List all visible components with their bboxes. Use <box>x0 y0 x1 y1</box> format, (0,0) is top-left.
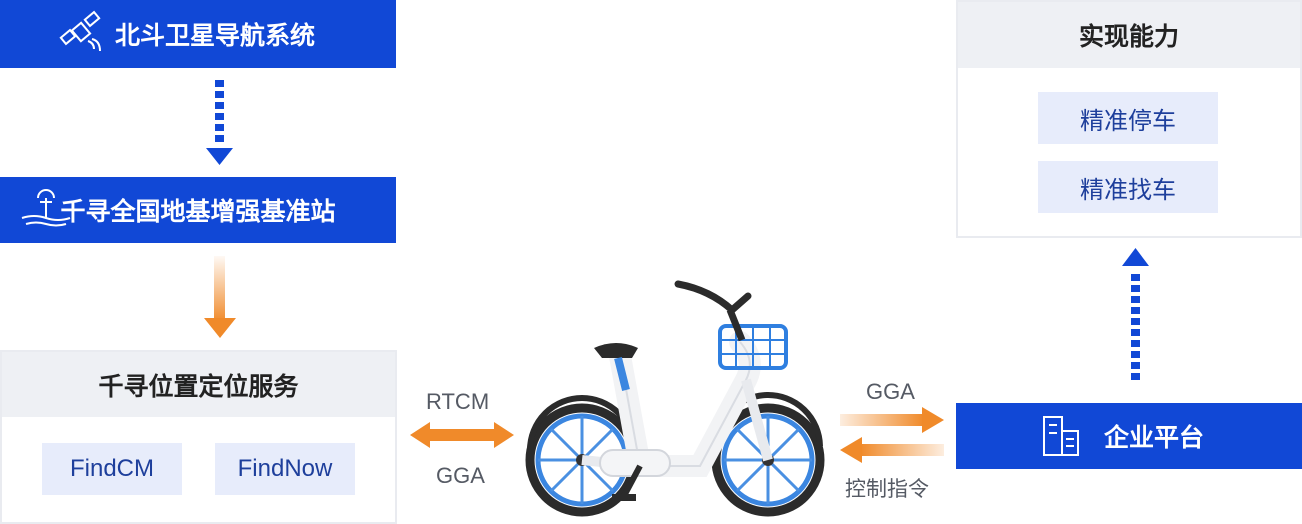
arrow-right-to-platform <box>840 407 944 433</box>
capability-title: 实现能力 <box>958 2 1300 68</box>
antenna-station-icon <box>18 188 74 232</box>
building-icon <box>1040 415 1082 457</box>
rtcm-label: RTCM <box>426 389 490 414</box>
location-service-panel: 千寻位置定位服务 <box>0 350 397 524</box>
orange-arrow-down <box>204 256 236 338</box>
arrow-left-from-platform <box>840 437 944 463</box>
enterprise-platform-label: 企业平台 <box>1103 423 1204 452</box>
control-command-label: 控制指令 <box>845 477 929 501</box>
ground-station-label: 千寻全国地基增强基准站 <box>60 197 336 226</box>
double-arrow-service-bike <box>410 422 514 448</box>
bicycle-image <box>525 280 825 517</box>
beidou-system-box: 北斗卫星导航系统 <box>0 0 396 68</box>
service-chip-findcm: FindCM <box>42 443 182 495</box>
dotted-arrow-down-1 <box>206 80 233 165</box>
capability-chip-parking: 精准停车 <box>1038 92 1218 144</box>
service-chip-findnow: FindNow <box>215 443 355 495</box>
capability-panel: 实现能力 <box>956 0 1302 238</box>
ground-station-box: 千寻全国地基增强基准站 <box>0 177 396 243</box>
dotted-arrow-up <box>1122 248 1149 380</box>
capability-chip-finding: 精准找车 <box>1038 161 1218 213</box>
gga-label-left: GGA <box>436 463 485 488</box>
location-service-title: 千寻位置定位服务 <box>2 352 395 417</box>
gga-label-right: GGA <box>866 379 915 404</box>
satellite-icon <box>59 10 106 57</box>
beidou-system-label: 北斗卫星导航系统 <box>114 21 315 50</box>
enterprise-platform-box: 企业平台 <box>956 403 1302 469</box>
